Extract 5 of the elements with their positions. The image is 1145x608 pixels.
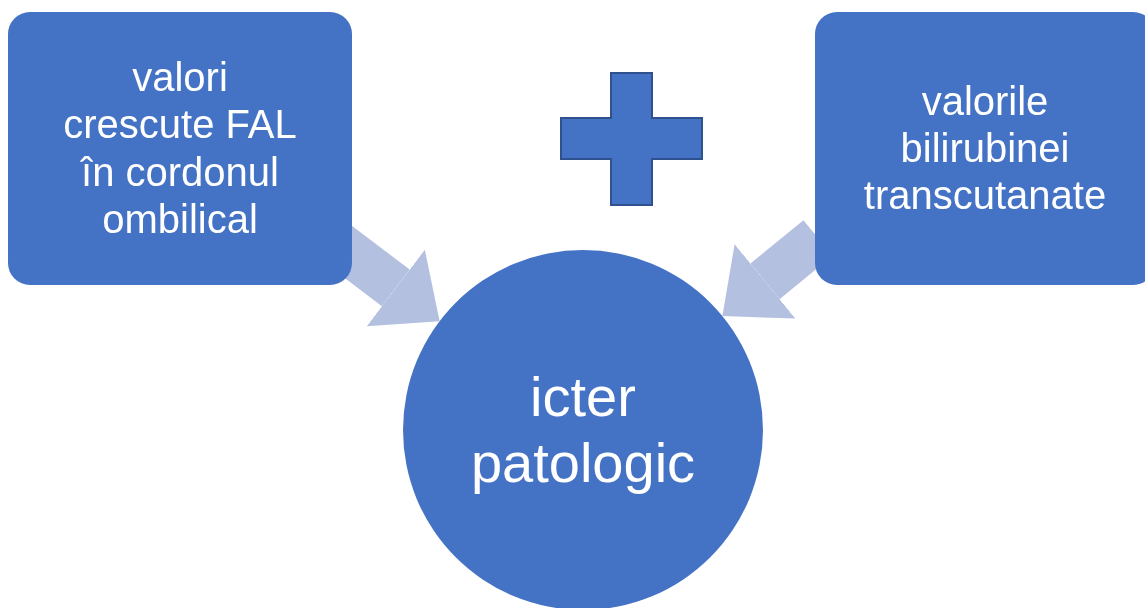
node-label: valorile bilirubinei transcutanate bbox=[862, 77, 1108, 220]
input-box bbox=[8, 12, 352, 285]
node-label: icter patologic bbox=[469, 363, 697, 496]
input-box bbox=[815, 12, 1145, 285]
node-label: valori crescute FAL în cordonul ombilical bbox=[62, 54, 298, 243]
